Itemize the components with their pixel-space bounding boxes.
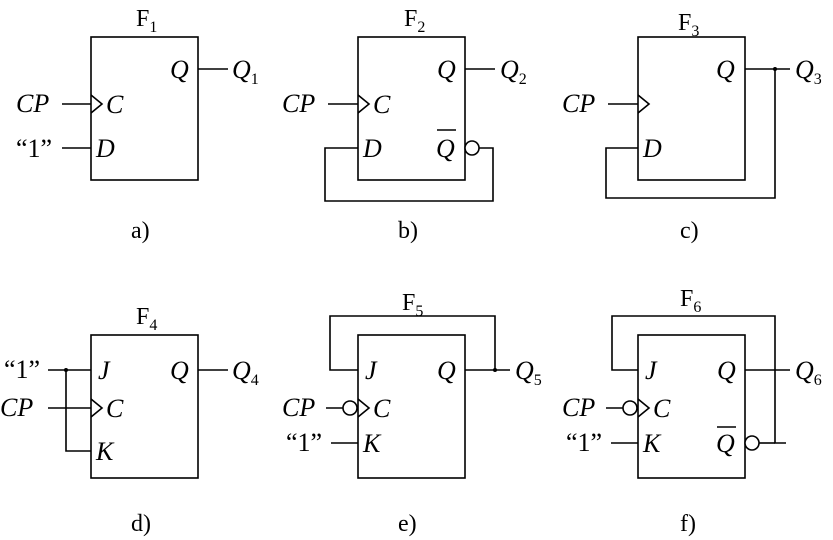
circuit-d-pin-c: C bbox=[106, 394, 124, 423]
circuit-e-pin-j: J bbox=[365, 356, 378, 385]
circuit-a: F1 Q Q1 CP C “1” D a) bbox=[16, 6, 259, 244]
circuit-c-name: F3 bbox=[678, 10, 699, 40]
circuit-d: F4 Q Q4 “1” J CP C K d) bbox=[0, 304, 259, 537]
circuit-a-name: F1 bbox=[136, 6, 157, 36]
circuit-b-clock-triangle bbox=[357, 94, 371, 114]
circuit-c-cp-label: CP bbox=[562, 89, 595, 118]
circuit-d-k-wire bbox=[65, 370, 91, 452]
circuit-f-caption: f) bbox=[680, 511, 696, 537]
circuit-c-output: Q3 bbox=[795, 55, 822, 88]
circuit-f-pin-q: Q bbox=[717, 356, 736, 385]
circuit-b: F2 Q Q2 Q CP C D b) bbox=[282, 6, 527, 244]
circuit-e-cp-label: CP bbox=[282, 393, 315, 422]
circuit-a-clock-triangle bbox=[90, 94, 104, 114]
circuit-b-cp-label: CP bbox=[282, 89, 315, 118]
circuit-f-clock-bubble bbox=[622, 400, 638, 416]
circuit-f-pin-k: K bbox=[642, 429, 662, 458]
circuit-b-pin-d: D bbox=[362, 134, 382, 163]
circuit-f-feedback-wire bbox=[611, 315, 786, 444]
circuit-a-output: Q1 bbox=[232, 55, 259, 88]
circuit-d-cp-label: CP bbox=[0, 393, 33, 422]
circuit-b-pin-qbar: Q bbox=[436, 134, 455, 163]
circuit-d-caption: d) bbox=[131, 511, 151, 537]
circuit-f-output: Q6 bbox=[795, 356, 822, 389]
circuit-f-clock-triangle bbox=[637, 398, 651, 418]
circuit-e-pin-k: K bbox=[362, 429, 382, 458]
circuit-f-one-label: “1” bbox=[566, 428, 602, 457]
circuit-c-feedback-wire bbox=[605, 69, 776, 199]
circuit-f-inversion-bubble bbox=[744, 435, 760, 451]
circuit-e-output: Q5 bbox=[515, 356, 542, 389]
circuit-b-output: Q2 bbox=[500, 55, 527, 88]
circuit-c-junction bbox=[773, 67, 777, 71]
circuit-d-clock-triangle bbox=[90, 398, 104, 418]
circuit-a-pin-d: D bbox=[95, 134, 115, 163]
circuit-d-pin-k: K bbox=[95, 437, 115, 466]
circuit-f-pin-c: C bbox=[653, 394, 671, 423]
circuit-e-one-label: “1” bbox=[286, 428, 322, 457]
circuit-b-inversion-bubble bbox=[464, 140, 480, 156]
circuit-e-pin-q: Q bbox=[437, 356, 456, 385]
circuit-e-junction bbox=[493, 368, 497, 372]
circuit-e-clock-bubble bbox=[342, 400, 358, 416]
circuit-d-block bbox=[90, 334, 199, 479]
circuit-e-pin-c: C bbox=[373, 394, 391, 423]
circuit-d-pin-j: J bbox=[98, 356, 111, 385]
circuit-f-block bbox=[637, 334, 746, 479]
circuit-e-caption: e) bbox=[398, 511, 417, 537]
circuit-c: F3 Q Q3 CP D c) bbox=[562, 10, 822, 244]
circuit-b-feedback-wire bbox=[324, 147, 494, 202]
circuit-f-pin-qbar: Q bbox=[716, 429, 735, 458]
circuit-a-caption: a) bbox=[131, 218, 150, 244]
circuit-d-pin-q: Q bbox=[170, 356, 189, 385]
circuit-f: F6 Q Q6 J Q CP C “1” K f) bbox=[562, 286, 822, 537]
circuit-a-cp-label: CP bbox=[16, 89, 49, 118]
circuit-c-block bbox=[637, 36, 746, 181]
circuit-c-caption: c) bbox=[680, 218, 699, 244]
circuit-a-one-label: “1” bbox=[16, 134, 52, 163]
circuit-b-block bbox=[357, 36, 466, 181]
circuit-b-pin-q: Q bbox=[437, 55, 456, 84]
circuit-e-clock-triangle bbox=[357, 398, 371, 418]
circuit-d-name: F4 bbox=[136, 304, 157, 334]
circuit-d-output: Q4 bbox=[232, 356, 259, 389]
circuit-e-block bbox=[357, 334, 466, 479]
circuit-d-one-label: “1” bbox=[4, 355, 40, 384]
circuit-e: F5 Q Q5 J CP C “1” K e) bbox=[282, 290, 542, 537]
circuit-e-name: F5 bbox=[402, 290, 423, 320]
circuit-a-pin-q: Q bbox=[170, 55, 189, 84]
circuit-f-name: F6 bbox=[680, 286, 701, 316]
circuit-c-pin-q: Q bbox=[716, 55, 735, 84]
circuit-e-feedback-wire bbox=[329, 315, 496, 371]
circuit-b-caption: b) bbox=[398, 218, 418, 244]
circuit-a-block bbox=[90, 36, 199, 181]
circuit-f-cp-label: CP bbox=[562, 393, 595, 422]
circuit-c-clock-triangle bbox=[637, 94, 651, 114]
circuit-b-pin-c: C bbox=[373, 90, 391, 119]
circuit-b-name: F2 bbox=[404, 6, 425, 36]
circuit-f-pin-j: J bbox=[645, 356, 658, 385]
circuit-a-pin-c: C bbox=[106, 90, 124, 119]
circuit-c-pin-d: D bbox=[642, 134, 662, 163]
circuit-d-junction bbox=[64, 368, 68, 372]
